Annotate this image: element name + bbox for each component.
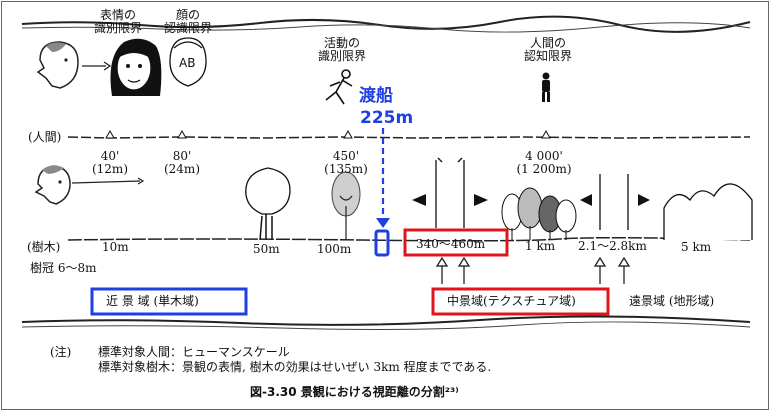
human-450ft: 450'(135m) bbox=[324, 149, 368, 176]
human-4000ft: 4 000'(1 200m) bbox=[516, 149, 572, 176]
ferry-name: 渡船 bbox=[359, 86, 393, 106]
face-expression-label: 表情の 識別限界 bbox=[93, 8, 142, 35]
human-row-line bbox=[67, 136, 751, 139]
zone-far: 遠景域 (地形域) bbox=[629, 294, 715, 308]
running-person-icon bbox=[325, 69, 353, 105]
note-line2: 標準対象樹木：景観の表情, 樹木の効果はせいぜい 3km 程度までである. bbox=[98, 360, 492, 374]
far-zone-bracket bbox=[599, 174, 629, 230]
dist-50m: 50m bbox=[253, 242, 280, 256]
up-arrows bbox=[435, 256, 631, 284]
mountains-icon bbox=[663, 183, 753, 240]
row-human-label: (人間) bbox=[28, 130, 62, 144]
figure-frame bbox=[1, 1, 769, 410]
stippled-tree-icon bbox=[331, 171, 361, 240]
human-40ft: 40'(12m) bbox=[91, 149, 128, 176]
note-prefix: (注) bbox=[50, 345, 72, 359]
dist-10m: 10m bbox=[102, 240, 129, 254]
human-cognition-label: 人間の 認知限界 bbox=[523, 36, 572, 63]
ferry-distance: 225m bbox=[360, 108, 414, 128]
ferry-marker-box bbox=[374, 229, 390, 257]
dist-5km: 5 km bbox=[681, 240, 712, 254]
near-zone-highlight bbox=[90, 287, 248, 316]
figure-caption: 図-3.30 景観における視距離の分割²³⁾ bbox=[250, 385, 459, 399]
face-profile-lower-icon bbox=[34, 165, 71, 205]
dist-1km: 1 km bbox=[525, 239, 556, 253]
woman-face-icon bbox=[110, 38, 162, 96]
standing-person-icon bbox=[542, 72, 550, 102]
zone-mid: 中景域(テクスチュア域) bbox=[447, 294, 576, 308]
ab-text: AB bbox=[179, 56, 196, 70]
bottom-border-line bbox=[21, 315, 751, 326]
zone-near: 近 景 域 (単木域) bbox=[106, 294, 199, 308]
row-tree-label: (樹木) bbox=[27, 240, 61, 254]
mid-zone-highlight bbox=[431, 287, 610, 316]
face-recognition-label: 顔の 認識限界 bbox=[163, 8, 212, 35]
single-tree-icon bbox=[245, 167, 291, 241]
tree-row-line bbox=[67, 236, 751, 242]
activity-label: 活動の 識別限界 bbox=[317, 36, 366, 63]
dist-340-460m: 340～460m bbox=[416, 237, 486, 251]
tree-crown-label: 樹冠 6～8m bbox=[30, 261, 97, 275]
dist-2-1-2-8km: 2.1～2.8km bbox=[578, 239, 647, 253]
forest-cluster-icon bbox=[501, 187, 577, 240]
mid-zone-bracket bbox=[435, 157, 465, 228]
face-profile-icon bbox=[36, 41, 79, 89]
note-line1: 標準対象人間：ヒューマンスケール bbox=[98, 345, 290, 359]
mid-distance-highlight bbox=[403, 228, 509, 257]
ab-face-icon bbox=[169, 37, 207, 87]
human-80ft: 80'(24m) bbox=[163, 149, 200, 176]
dist-100m: 100m bbox=[317, 242, 352, 256]
